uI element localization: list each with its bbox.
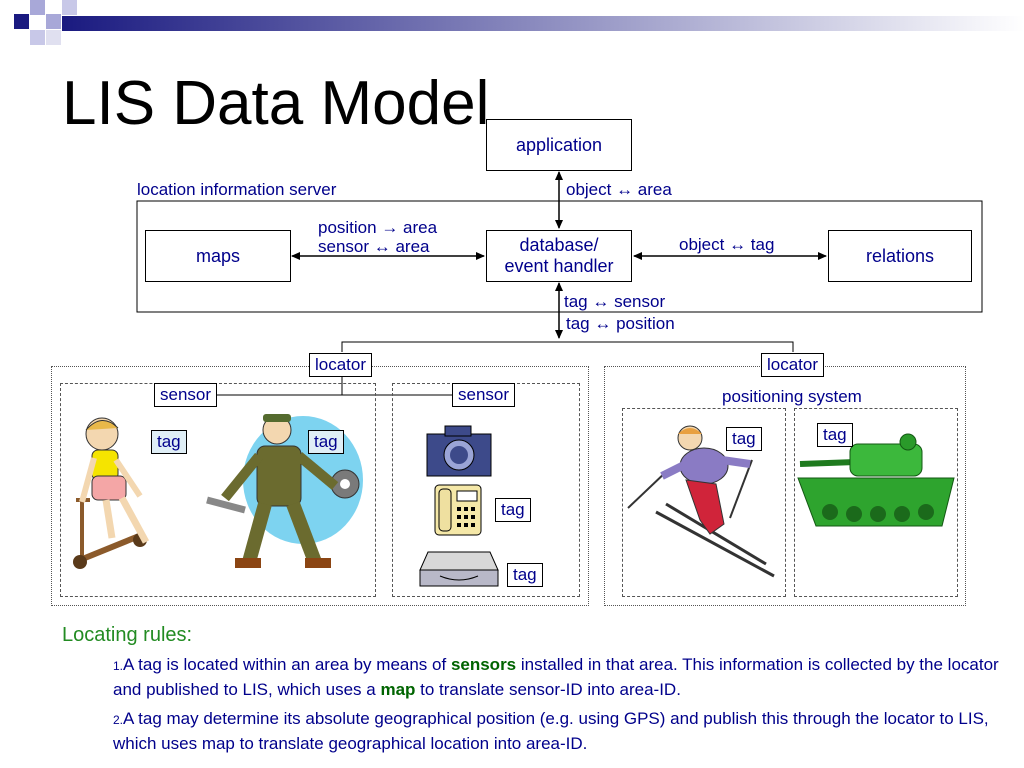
sensor-area-label: sensor ↔ area <box>318 237 430 256</box>
database-label-line1: database/ <box>519 235 599 255</box>
locator-right-box: locator <box>761 353 825 377</box>
locator-bracket <box>341 341 794 352</box>
maps-label: maps <box>195 245 240 266</box>
rule-bold: map <box>380 680 416 699</box>
sensor-left-box: sensor <box>154 383 218 407</box>
rule-text: A tag is located within an area by means… <box>123 655 451 674</box>
child-scooter-image <box>73 417 150 569</box>
tag-sensor-label: tag ↔ sensor <box>564 292 666 311</box>
header-square <box>14 14 29 29</box>
tank-image <box>797 433 955 527</box>
application-box: application <box>486 119 632 171</box>
rule-number: 2. <box>113 713 124 727</box>
sensor-area-left <box>60 383 376 597</box>
page-title: LIS Data Model <box>62 69 490 138</box>
tag-phone-box: tag <box>495 498 531 522</box>
skier-image <box>627 425 775 578</box>
relations-box: relations <box>828 230 972 282</box>
sensor-middle-box: sensor <box>452 383 516 407</box>
database-label-line2: event handler <box>504 256 614 276</box>
locator-left-box: locator <box>309 353 373 377</box>
camera-icon <box>426 425 492 477</box>
rule-text: to translate sensor-ID into area-ID. <box>415 680 681 699</box>
header-square <box>46 30 61 45</box>
disk-drive-icon <box>419 551 499 587</box>
header-decoration <box>14 0 1024 45</box>
rule-text: installed in that area. This information… <box>113 655 999 699</box>
rule-item-1: 1.A tag is located within an area by mea… <box>113 653 1003 701</box>
header-square <box>30 30 45 45</box>
object-area-label: object ↔ area <box>566 180 672 199</box>
positioning-area-left <box>622 408 786 597</box>
tag-tank-box: tag <box>817 423 853 447</box>
tag-child-box: tag <box>151 430 187 454</box>
rule-item-2: 2.A tag may determine its absolute geogr… <box>113 707 1003 755</box>
rule-number: 1. <box>113 659 124 673</box>
object-tag-label: object ↔ tag <box>679 235 775 254</box>
database-box: database/ event handler <box>486 230 632 282</box>
tag-skier-box: tag <box>726 427 762 451</box>
application-label: application <box>515 134 603 155</box>
phone-icon <box>434 484 482 536</box>
tag-worker-box: tag <box>308 430 344 454</box>
relations-label: relations <box>865 245 935 266</box>
maps-box: maps <box>145 230 291 282</box>
lis-label: location information server <box>137 180 337 199</box>
tag-position-label: tag ↔ position <box>566 314 675 333</box>
position-area-label: position → area <box>318 218 438 237</box>
positioning-system-label: positioning system <box>722 387 862 406</box>
header-gradient-bar <box>62 16 1024 31</box>
rule-text: A tag may determine its absolute geograp… <box>113 709 989 753</box>
rule-bold: sensors <box>450 655 517 674</box>
header-square <box>62 0 77 15</box>
header-square <box>30 0 45 15</box>
positioning-area-right <box>794 408 958 597</box>
tag-drive-box: tag <box>507 563 543 587</box>
header-square <box>46 14 61 29</box>
locating-rules-heading: Locating rules: <box>62 624 193 646</box>
